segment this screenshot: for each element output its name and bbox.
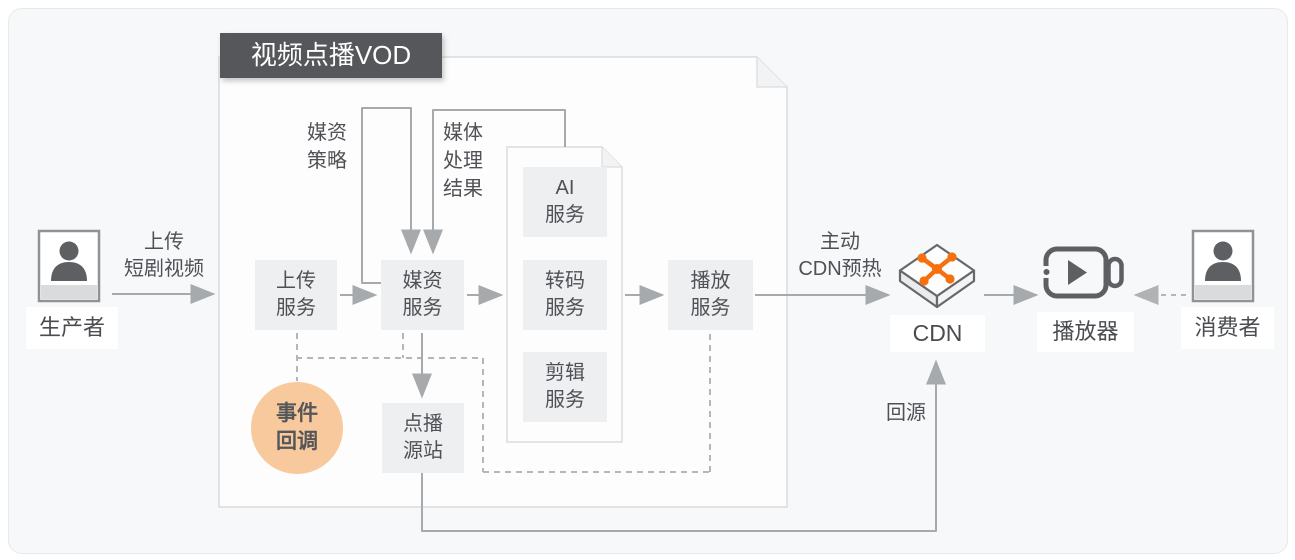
upload-video-label-line2: 短剧视频 xyxy=(124,258,204,280)
upload-video-label-line1: 上传 xyxy=(144,231,184,253)
media-strategy-label-line1: 媒资 xyxy=(307,122,347,144)
transcode-service-label-line1: 转码 xyxy=(545,270,585,292)
cdn-molecule-dots xyxy=(917,252,957,286)
producer-name-tag: 生产者 xyxy=(26,307,118,349)
node-event-callback: 事件 回调 xyxy=(251,382,343,474)
consumer-avatar-head xyxy=(1213,241,1233,261)
upload-service-label-line2: 服务 xyxy=(276,297,316,319)
arrow-media-process-result xyxy=(423,109,566,255)
edge-label-upload-video: 上传 短剧视频 xyxy=(100,229,228,283)
node-upload-service: 上传 服务 xyxy=(255,260,337,330)
node-transcode-service: 转码 服务 xyxy=(523,260,607,330)
edge-label-media-strategy: 媒资 策略 xyxy=(296,119,358,175)
ai-service-label-line2: 服务 xyxy=(545,204,585,226)
diagram-title: 视频点播VOD xyxy=(220,33,442,78)
consumer-name-tag: 消费者 xyxy=(1181,307,1274,349)
arrow-origin-to-cdn-back-to-source xyxy=(421,359,946,532)
node-vod-origin: 点播 源站 xyxy=(382,403,464,473)
upload-service-label-line1: 上传 xyxy=(276,270,316,292)
player-left-edge-dot xyxy=(1043,269,1050,275)
media-strategy-label-line2: 策略 xyxy=(307,150,347,172)
play-service-label-line2: 服务 xyxy=(690,297,731,319)
node-play-service: 播放 服务 xyxy=(668,260,753,330)
vod-container-fold-corner xyxy=(756,57,787,88)
edge-label-media-process-result: 媒体 处理 结果 xyxy=(437,119,499,203)
node-media-service: 媒资 服务 xyxy=(381,260,464,330)
cdn-preheat-label-line2: CDN预热 xyxy=(798,258,882,280)
cdn-preheat-label-line1: 主动 xyxy=(820,231,860,253)
producer-avatar-head xyxy=(59,241,79,261)
consumer-avatar-body xyxy=(1205,262,1241,281)
edit-service-label-line2: 服务 xyxy=(545,389,585,411)
cdn-cube-icon xyxy=(898,243,976,309)
media-process-result-line1: 媒体 xyxy=(443,122,483,144)
vod-origin-label-line2: 源站 xyxy=(403,440,443,462)
player-lens-tab xyxy=(1106,256,1124,289)
solid-flow-arrows xyxy=(112,107,1039,532)
node-edit-service: 剪辑 服务 xyxy=(523,352,607,422)
event-callback-label-line2: 回调 xyxy=(276,430,318,453)
transcode-service-label-line2: 服务 xyxy=(545,297,585,319)
cdn-name-tag: CDN xyxy=(890,315,985,352)
consumer-avatar-icon xyxy=(1191,229,1255,303)
media-process-result-line2: 处理 xyxy=(443,150,483,172)
event-callback-dashed-lines xyxy=(296,333,711,473)
producer-avatar-band xyxy=(41,285,97,299)
producer-avatar-body xyxy=(51,262,87,281)
ai-service-label-line1: AI xyxy=(555,177,575,199)
play-service-label-line1: 播放 xyxy=(690,270,731,292)
media-service-label-line1: 媒资 xyxy=(402,270,443,292)
edit-service-label-line1: 剪辑 xyxy=(545,362,585,384)
producer-avatar-icon xyxy=(37,229,101,303)
media-process-result-line3: 结果 xyxy=(443,178,483,200)
edge-label-back-to-origin: 回源 xyxy=(886,402,926,424)
player-name-tag: 播放器 xyxy=(1037,312,1134,352)
media-service-label-line2: 服务 xyxy=(402,297,443,319)
vod-origin-label-line1: 点播 xyxy=(403,413,443,435)
node-ai-service: AI 服务 xyxy=(523,167,607,237)
player-play-triangle xyxy=(1068,260,1087,285)
arrow-media-strategy-loop xyxy=(361,107,421,284)
edge-label-cdn-preheat: 主动 CDN预热 xyxy=(780,229,900,283)
consumer-avatar-band xyxy=(1195,285,1251,299)
player-icon xyxy=(1042,246,1124,299)
event-callback-label-line1: 事件 xyxy=(276,402,318,425)
